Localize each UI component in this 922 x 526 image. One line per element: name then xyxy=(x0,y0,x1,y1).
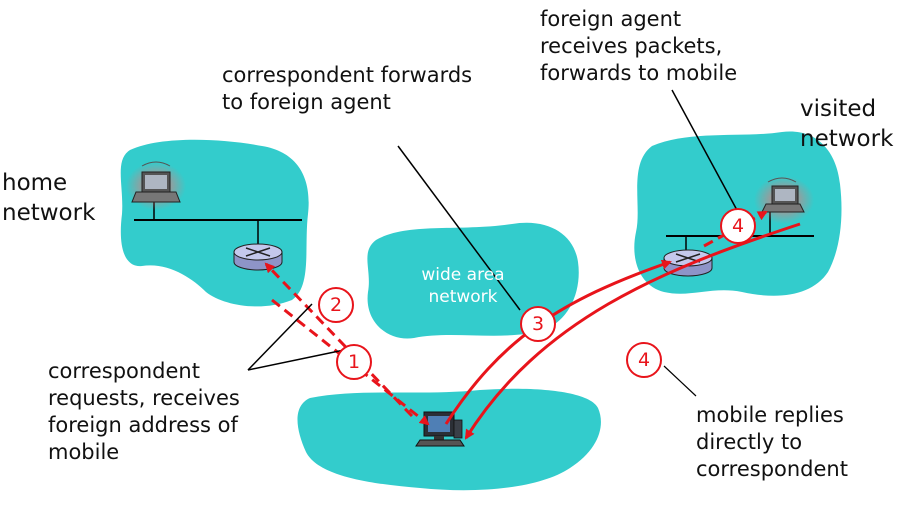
step-4-forward-marker: 4 xyxy=(720,208,756,244)
wan-label-line: network xyxy=(428,287,498,307)
caption-line: to foreign agent xyxy=(222,90,391,114)
router-icon xyxy=(233,243,283,271)
caption-line: forwards to mobile xyxy=(540,61,738,85)
wan-label-line: wide area xyxy=(421,265,505,285)
caption-line: correspondent xyxy=(48,359,200,383)
visited-network-label-line: network xyxy=(800,126,894,152)
caption-line: mobile xyxy=(48,440,120,464)
home-network-label-line: network xyxy=(2,200,96,226)
correspondent-forwards-caption: correspondent forwards to foreign agent xyxy=(222,62,472,116)
wide-area-network-label: wide area network xyxy=(408,264,518,308)
caption-line: foreign address of xyxy=(48,413,238,437)
caption-line: receives packets, xyxy=(540,34,723,58)
step-4-reply-marker: 4 xyxy=(626,342,662,378)
home-network-label: home network xyxy=(2,168,95,228)
step-3-marker: 3 xyxy=(520,306,556,342)
step-1-marker: 1 xyxy=(336,344,372,380)
caption-line: directly to xyxy=(696,430,803,454)
foreign-agent-caption: foreign agent receives packets, forwards… xyxy=(540,6,737,87)
visited-network-label-line: visited xyxy=(800,96,877,122)
step-2-marker: 2 xyxy=(318,287,354,323)
caption-line: correspondent xyxy=(696,457,848,481)
laptop-icon xyxy=(754,176,814,224)
caption-line: correspondent forwards xyxy=(222,63,473,87)
caption-line: foreign agent xyxy=(540,7,682,31)
laptop-icon xyxy=(126,161,186,210)
visited-network-label: visited network xyxy=(800,94,893,154)
home-network-label-line: home xyxy=(2,170,68,196)
caption-line: requests, receives xyxy=(48,386,240,410)
correspondent-requests-caption: correspondent requests, receives foreign… xyxy=(48,358,240,466)
caption-line: mobile replies xyxy=(696,403,844,427)
mobile-replies-caption: mobile replies directly to correspondent xyxy=(696,402,848,483)
